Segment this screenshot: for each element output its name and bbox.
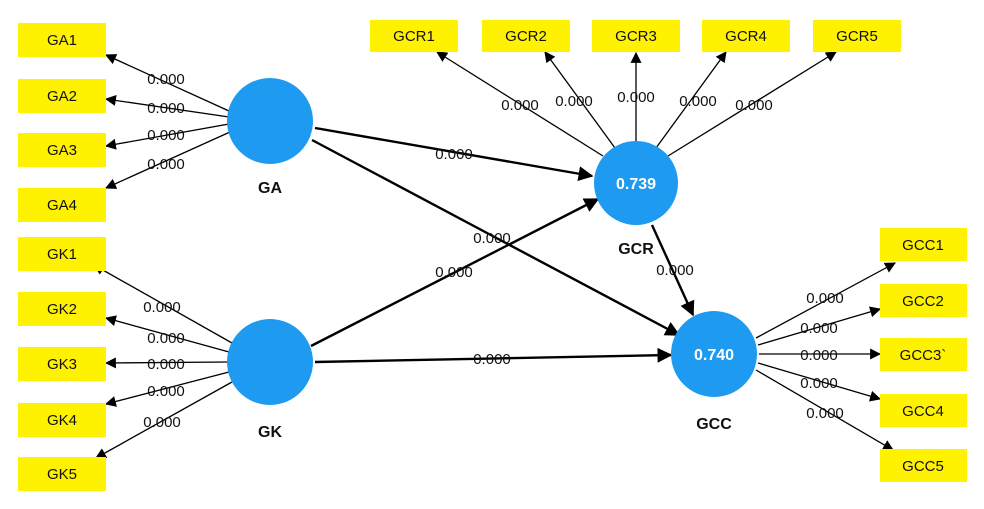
loading-label-ga4: 0.000: [147, 156, 185, 173]
path-label-gcr-gcc: 0.000: [656, 262, 694, 279]
loading-label-gcr3: 0.000: [617, 89, 655, 106]
svg-text:GK5: GK5: [47, 466, 77, 483]
latent-name-gcc: GCC: [696, 416, 732, 433]
loading-arrow-gk1: [93, 264, 233, 344]
svg-text:GCC2: GCC2: [902, 293, 944, 310]
loading-label-gcr5: 0.000: [735, 97, 773, 114]
loading-label-gcc5: 0.000: [806, 405, 844, 422]
latent-name-gk: GK: [258, 424, 282, 441]
svg-text:GK4: GK4: [47, 412, 77, 429]
path-arrow-gk-gcc: [314, 347, 673, 364]
svg-text:GCR2: GCR2: [505, 28, 547, 45]
indicator-gcr3: GCR3: [592, 20, 680, 52]
loading-arrow-ga3: [104, 123, 230, 150]
svg-text:GK1: GK1: [47, 246, 77, 263]
latent-name-gcr: GCR: [618, 241, 654, 258]
latent-ga: [227, 78, 313, 164]
path-arrow-ga-gcc: [311, 138, 681, 337]
svg-text:0.740: 0.740: [694, 347, 734, 364]
loading-label-ga1: 0.000: [147, 71, 185, 88]
indicator-gk4: GK4: [18, 403, 106, 437]
svg-text:GA1: GA1: [47, 32, 77, 49]
loading-arrow-gk4: [104, 371, 230, 407]
loading-label-ga3: 0.000: [147, 127, 185, 144]
latent-gcc: 0.740: [671, 311, 757, 397]
loading-arrow-ga1: [104, 54, 230, 112]
latent-gcr: 0.739: [594, 141, 678, 225]
svg-text:GK2: GK2: [47, 301, 77, 318]
indicator-gk5: GK5: [18, 457, 106, 491]
loading-label-gcr1: 0.000: [501, 97, 539, 114]
path-arrow-ga-gcr: [314, 126, 594, 182]
loading-arrow-gk2: [104, 315, 230, 353]
svg-text:GCC4: GCC4: [902, 403, 944, 420]
indicator-ga1: GA1: [18, 23, 106, 57]
loading-arrow-gcc5: [755, 369, 894, 451]
loading-arrow-gcr2: [544, 51, 616, 149]
path-label-gk-gcc: 0.000: [473, 351, 511, 368]
path-label-ga-gcc: 0.000: [473, 230, 511, 247]
svg-text:GCR5: GCR5: [836, 28, 878, 45]
indicator-gcc4: GCC4: [880, 394, 967, 427]
loading-arrow-gcc4: [757, 362, 882, 402]
loading-arrow-gk3: [104, 357, 229, 369]
latent-name-ga: GA: [258, 180, 282, 197]
indicator-ga2: GA2: [18, 79, 106, 113]
svg-text:GK3: GK3: [47, 356, 77, 373]
loading-arrow-gk5: [95, 381, 233, 459]
indicator-gcc5: GCC5: [880, 449, 967, 482]
indicator-gcr5: GCR5: [813, 20, 901, 52]
svg-text:GCR3: GCR3: [615, 28, 657, 45]
loading-label-gk3: 0.000: [147, 356, 185, 373]
indicator-gcc1: GCC1: [880, 228, 967, 261]
svg-text:GCR4: GCR4: [725, 28, 767, 45]
loading-label-gcc3: 0.000: [800, 347, 838, 364]
loading-label-gcr2: 0.000: [555, 93, 593, 110]
svg-text:GA2: GA2: [47, 88, 77, 105]
loading-arrow-ga2: [104, 94, 230, 118]
indicator-gcc3: GCC3`: [880, 338, 967, 371]
loading-label-gk4: 0.000: [147, 383, 185, 400]
loading-label-gk2: 0.000: [147, 330, 185, 347]
loading-label-gk1: 0.000: [143, 299, 181, 316]
latent-gk: [227, 319, 313, 405]
indicator-gk1: GK1: [18, 237, 106, 271]
loading-arrow-gcr5: [667, 51, 837, 157]
loading-arrow-gcr1: [436, 51, 604, 157]
loading-label-gcc2: 0.000: [800, 320, 838, 337]
indicator-gcr4: GCR4: [702, 20, 790, 52]
svg-text:GA3: GA3: [47, 142, 77, 159]
indicator-gk2: GK2: [18, 292, 106, 326]
svg-text:GA4: GA4: [47, 197, 77, 214]
loading-arrow-ga4: [104, 131, 231, 189]
loading-label-gk5: 0.000: [143, 414, 181, 431]
indicator-gk3: GK3: [18, 347, 106, 381]
path-arrow-gk-gcr: [310, 197, 600, 348]
loading-label-gcc4: 0.000: [800, 375, 838, 392]
indicator-gcr2: GCR2: [482, 20, 570, 52]
indicator-gcr1: GCR1: [370, 20, 458, 52]
loading-label-gcr4: 0.000: [679, 93, 717, 110]
loading-arrow-gcc1: [755, 262, 896, 339]
path-arrow-gcr-gcc: [650, 224, 695, 317]
svg-text:GCC1: GCC1: [902, 237, 944, 254]
svg-text:GCR1: GCR1: [393, 28, 435, 45]
loading-arrow-gcc2: [757, 306, 882, 346]
path-label-ga-gcr: 0.000: [435, 146, 473, 163]
loading-arrow-gcr4: [655, 51, 727, 149]
indicator-gcc2: GCC2: [880, 284, 967, 317]
svg-text:GCC5: GCC5: [902, 458, 944, 475]
indicator-ga3: GA3: [18, 133, 106, 167]
indicator-ga4: GA4: [18, 188, 106, 222]
loading-label-ga2: 0.000: [147, 100, 185, 117]
path-label-gk-gcr: 0.000: [435, 264, 473, 281]
loading-label-gcc1: 0.000: [806, 290, 844, 307]
svg-text:GCC3`: GCC3`: [900, 347, 947, 364]
svg-text:0.739: 0.739: [616, 176, 656, 193]
